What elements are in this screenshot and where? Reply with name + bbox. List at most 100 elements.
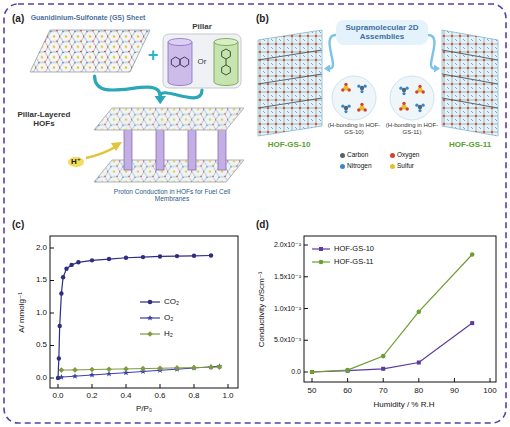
sorption-plot-part: [140, 366, 146, 372]
sorption-plot-part-part: [141, 255, 145, 259]
dashed-frame: [4, 4, 506, 423]
legend-sample: [140, 329, 160, 339]
crystal-structure-part: [258, 50, 322, 108]
tick-label: 90: [450, 387, 459, 396]
legend-marker: [147, 331, 153, 337]
sorption-plot: [50, 236, 238, 388]
sorption-plot-part-part: [192, 254, 196, 258]
hbond-figure: (H-bonding in HOF-GS-11): [384, 70, 440, 148]
panel-letter: (a): [12, 13, 24, 24]
pillar-panel-part: [222, 49, 231, 59]
tick-label: 0.0: [52, 392, 63, 401]
sorption-plot-part: [89, 372, 95, 378]
arrow-head: [324, 64, 330, 72]
assembly-band: Supramolecular 2D Assemblies: [336, 20, 428, 45]
tick-label: 1.5: [36, 276, 47, 285]
conductivity-plot-part: [312, 255, 472, 373]
sorption-plot-part: [59, 367, 65, 373]
node-text: Or: [192, 57, 212, 66]
gs-sheet-part: [30, 30, 150, 72]
pillar-panel-part: [222, 65, 231, 75]
legend-text: CO₂: [164, 298, 179, 307]
hbond-cluster-part: [341, 105, 350, 114]
pillar-panel-part: [168, 42, 192, 82]
tick-label: 1.0x10⁻²: [274, 305, 301, 313]
conductivity-plot-part-part: [381, 367, 385, 371]
tick-label: 5.0x10⁻³: [274, 336, 301, 344]
legend-sample: [312, 257, 330, 267]
node-text: (H-bonding in HOF-GS-11): [384, 122, 440, 136]
sorption-plot-part-part: [209, 253, 213, 257]
axis-title: Conductivity σ/Scm⁻¹: [258, 271, 267, 347]
tick-label: 1.5x10⁻²: [274, 273, 301, 281]
sorption-plot-part: [123, 366, 129, 372]
legend-text: H₂: [164, 330, 173, 339]
node-text: HOF-GS-11: [440, 140, 500, 149]
sorption-plot-part: [191, 365, 197, 371]
arrow-head: [155, 96, 166, 104]
conductivity-plot-part: [310, 252, 475, 374]
hbond-cluster-part: [390, 76, 434, 120]
connector-arrow: [155, 90, 202, 104]
conductivity-plot-part-part: [345, 368, 350, 373]
sorption-plot-part: [72, 367, 78, 373]
panel-letter: (b): [256, 13, 269, 24]
conductivity-plot-part-part: [310, 370, 314, 374]
hbond-cluster-part: [357, 85, 366, 94]
pillar-panel-part: [171, 57, 180, 67]
hbond-cluster-part: [415, 104, 424, 113]
conductivity-plot-part-part: [310, 370, 315, 375]
sorption-plot-part: [56, 253, 213, 380]
tick-label: 2.0: [36, 244, 47, 253]
crystal-figure: HOF-GS-11: [440, 24, 500, 151]
sorption-plot-part-part: [59, 291, 63, 295]
conductivity-plot-part-part: [470, 252, 475, 257]
legend-sample: [140, 313, 160, 323]
sorption-plot-part-part: [69, 263, 73, 267]
pillar-layered-framework-part: [111, 142, 122, 151]
sorption-plot-part-part: [64, 267, 68, 271]
connector-line: [330, 35, 336, 68]
sorption-plot-part: [208, 365, 214, 371]
axis-title: P/P₀: [136, 405, 152, 414]
conductivity-plot-part: [304, 236, 496, 382]
hbond-cluster-part: [341, 83, 351, 92]
sorption-plot-part-part: [58, 324, 62, 328]
panel-letter: (d): [256, 219, 269, 230]
legend-swatch: [340, 153, 345, 158]
sheet-figure: Guanidinium-Sulfonate (GS) Sheet: [22, 14, 154, 76]
sorption-plot-part-part: [158, 254, 162, 258]
axis-title: Humidity / % R.H: [374, 401, 435, 410]
pillar-box: PillarOr: [160, 22, 244, 90]
hbond-cluster-part: [399, 102, 409, 111]
tick-label: 0.0: [36, 374, 47, 383]
tick-label: 2.0x10⁻²: [274, 241, 301, 249]
sorption-plot-part-part: [61, 275, 65, 279]
sorption-plot-part: [58, 256, 211, 379]
pillar-layered-framework-part: [94, 108, 244, 130]
pillar-panel-part: [168, 39, 192, 46]
pillar-panel-part: [214, 39, 238, 46]
sorption-plot-part: [50, 248, 228, 388]
node-text: Pillar-Layered HOFs: [14, 110, 74, 128]
sorption-plot-part-part: [56, 376, 60, 380]
hbond-cluster-part: [415, 85, 425, 94]
tick-label: 100: [483, 387, 496, 396]
tick-label: 80: [414, 387, 423, 396]
node-text: (H-bonding in HOF-GS-10): [326, 122, 382, 136]
tick-label: 70: [379, 387, 388, 396]
tick-label: 0.5: [36, 341, 47, 350]
crystal-structure-part: [442, 50, 498, 108]
hbond-cluster: [332, 76, 434, 120]
sorption-plot-part: [208, 364, 214, 370]
conductivity-plot-part: [304, 245, 490, 382]
conductivity-plot: [304, 236, 496, 382]
connector-arrow: [428, 35, 440, 72]
framework-figure: Pillar-Layered HOFsProton Conduction in …: [14, 104, 246, 208]
conductivity-plot-part-part: [381, 354, 386, 359]
sorption-plot-part: [217, 364, 223, 370]
tick-label: 1.0: [222, 392, 233, 401]
conductivity-plot-part-part: [470, 321, 474, 325]
